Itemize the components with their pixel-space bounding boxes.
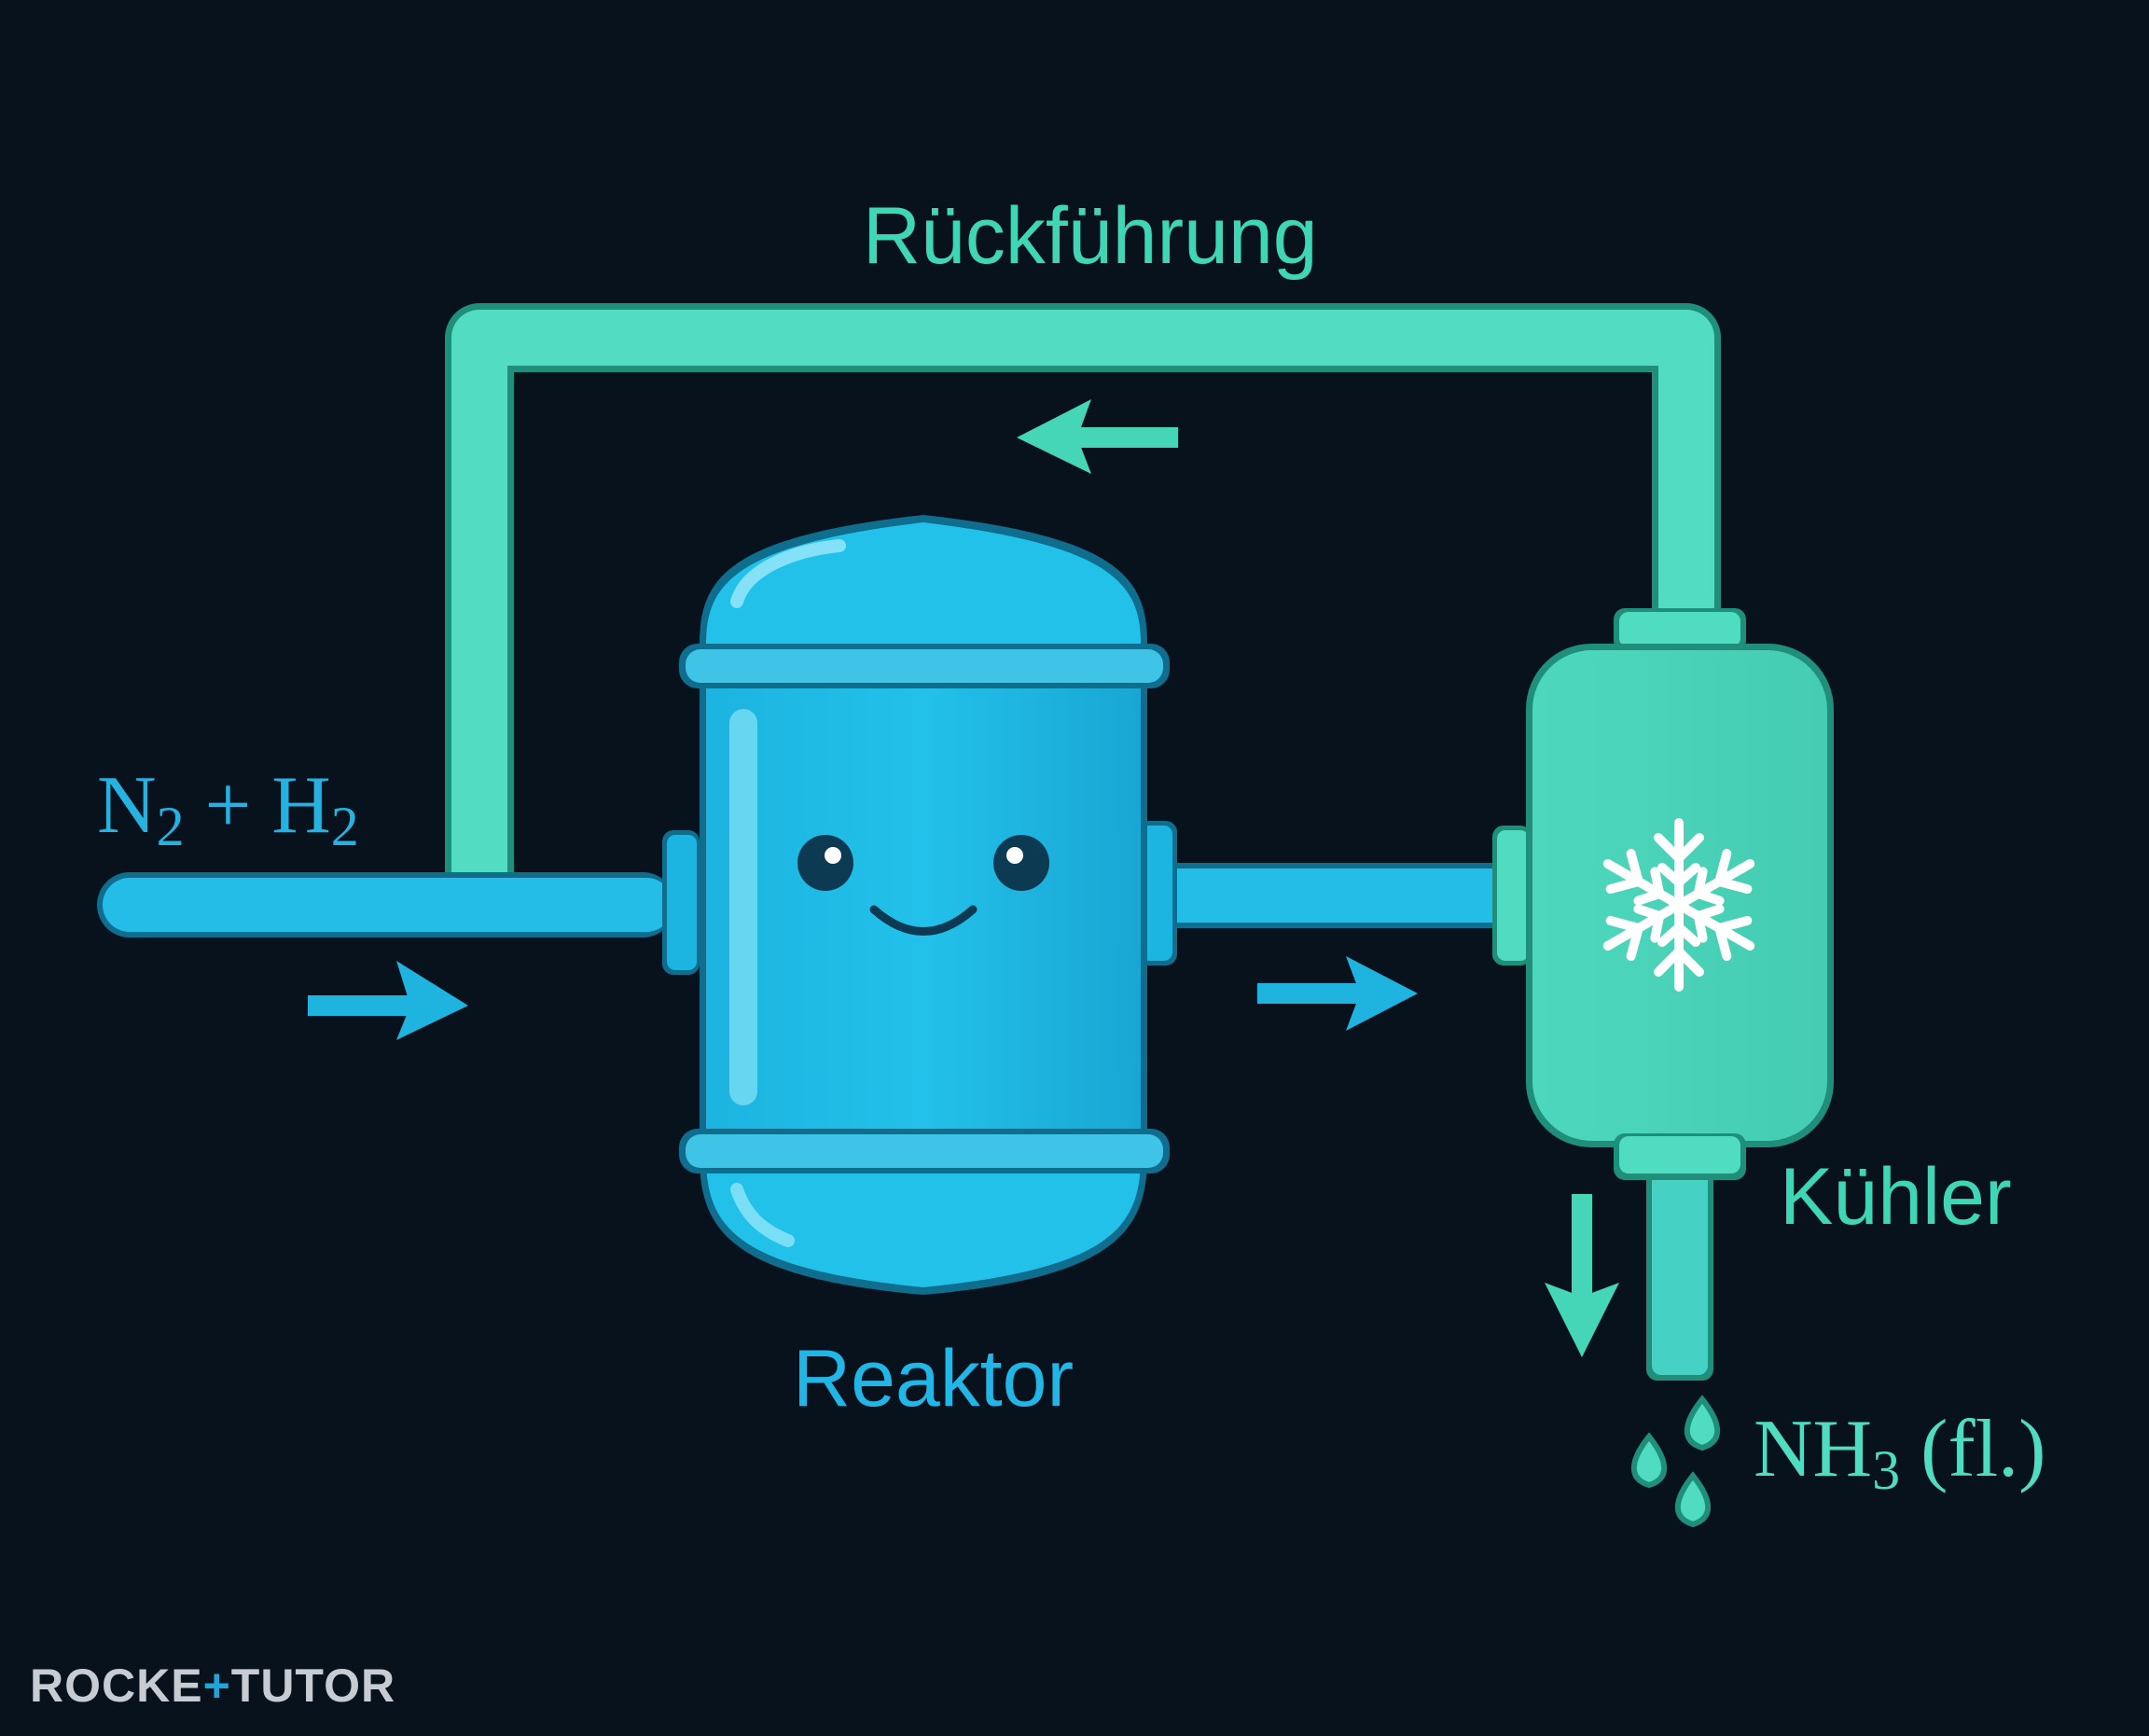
logo-plus: + (202, 1660, 231, 1712)
reactor-cooler-pipe (1166, 863, 1502, 928)
droplet-icon (1684, 1395, 1721, 1451)
droplet-icon (1630, 1432, 1668, 1489)
brand-logo: ROCKE+TUTOR (30, 1659, 395, 1713)
outlet-pipe (1646, 1157, 1713, 1381)
product-label-sub: 3 (1872, 1439, 1901, 1501)
feed-pipe (97, 872, 675, 937)
snowflake-icon (1598, 818, 1760, 987)
reactor (662, 515, 1177, 1295)
feed-label-n: N (97, 760, 157, 851)
arrow-down-icon (1545, 1194, 1619, 1357)
logo-left: ROCKE (30, 1660, 203, 1712)
recycle-label: Rückführung (863, 191, 1318, 281)
product-label-nh: NH (1754, 1404, 1873, 1494)
feed-label-sub-2: 2 (330, 796, 359, 857)
arrow-right-icon (308, 961, 468, 1040)
feed-label-h: + H (184, 760, 331, 851)
feed-label-sub-1: 2 (156, 796, 185, 857)
feed-label: N2 + H2 (97, 765, 359, 857)
product-label: NH3 (fl.) (1754, 1409, 2045, 1501)
cooler-label: Kühler (1780, 1152, 2012, 1242)
arrow-left-icon (1017, 399, 1178, 474)
product-label-state: (fl.) (1900, 1404, 2046, 1494)
cooler-top-collar (1614, 608, 1746, 651)
smiley-face-icon (797, 835, 1049, 936)
reactor-label: Reaktor (793, 1334, 1074, 1424)
recycle-pipe (445, 303, 1721, 872)
arrow-right-icon (1257, 956, 1418, 1031)
logo-right: TUTOR (230, 1660, 396, 1712)
droplet-icon (1674, 1471, 1712, 1528)
